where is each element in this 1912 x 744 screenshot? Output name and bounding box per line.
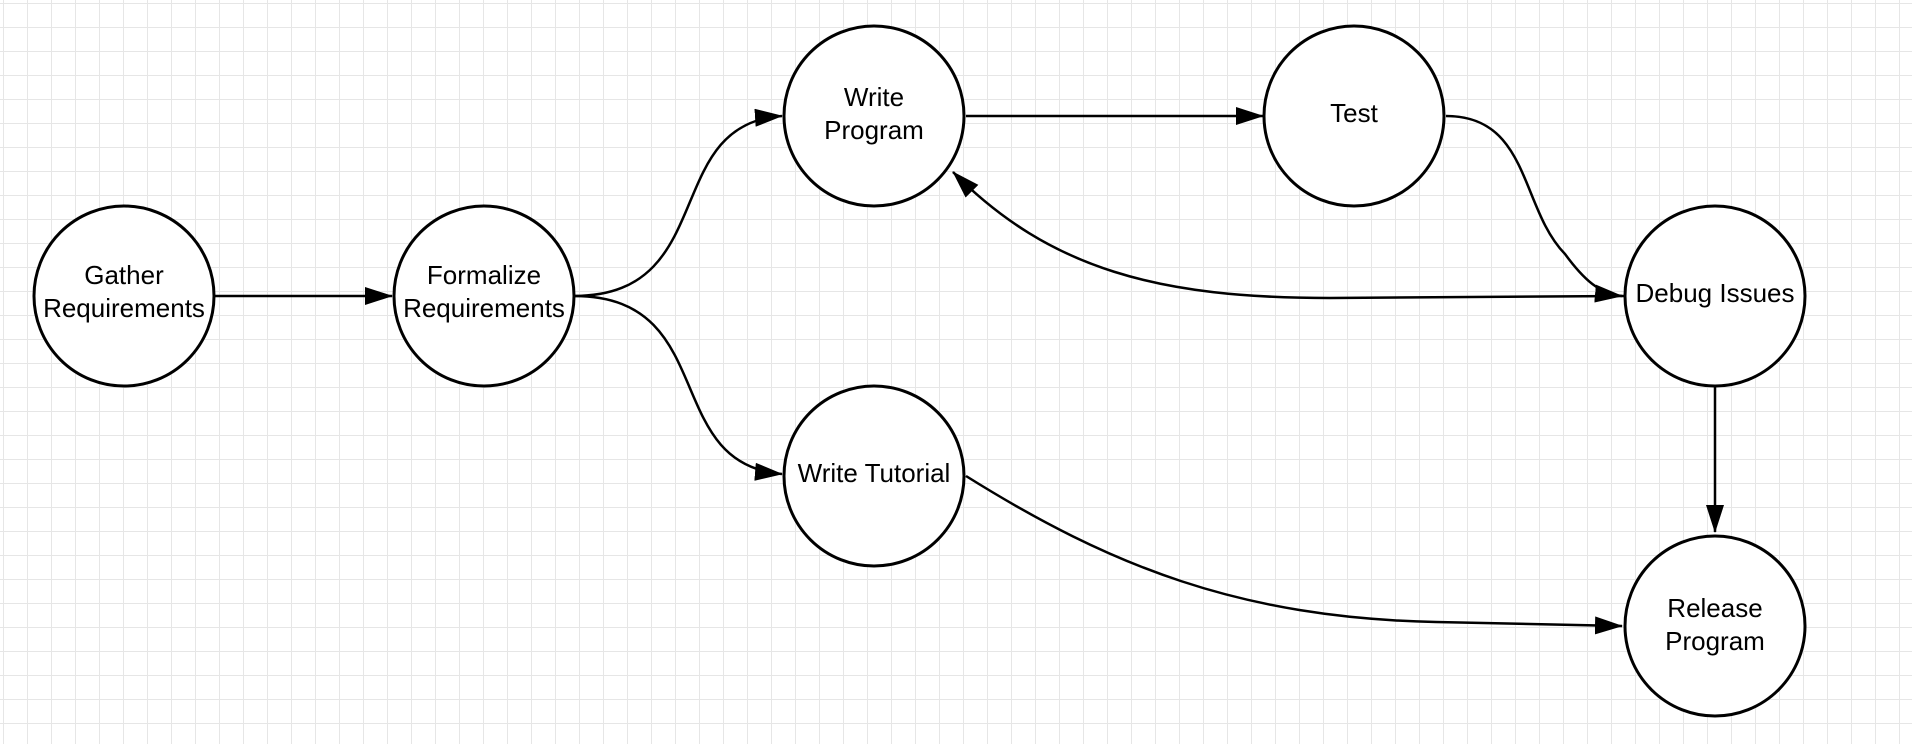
edge-formalize-to-write-program[interactable] [573,108,783,298]
node-circle[interactable] [1262,24,1446,208]
edge-formalize-to-write-tutorial[interactable] [573,294,783,481]
node-circle[interactable] [1623,534,1807,718]
node-write-tutorial[interactable]: Write Tutorial [782,384,966,568]
node-label-line2: Program [824,115,924,145]
node-release-program[interactable]: Release Program [1623,534,1807,718]
edge-test-to-debug-issues[interactable] [1445,114,1623,303]
edges [214,107,1724,635]
node-circle[interactable] [392,204,576,388]
node-label-line1: Release [1667,593,1762,623]
node-label-line2: Requirements [403,293,565,323]
edge-write-tutorial-to-release-program[interactable] [965,474,1623,635]
node-circle[interactable] [782,24,966,208]
node-debug-issues[interactable]: Debug Issues [1623,204,1807,388]
node-label-line1: Test [1330,98,1378,128]
node-label-line2: Requirements [43,293,205,323]
node-test[interactable]: Test [1262,24,1446,208]
node-circle[interactable] [1623,204,1807,388]
edge-debug-issues-to-write-program[interactable] [952,171,1625,300]
node-label-line2: Program [1665,626,1765,656]
node-formalize-requirements[interactable]: Formalize Requirements [392,204,576,388]
node-label-line1: Write [844,82,904,112]
node-label-line1: Gather [84,260,164,290]
node-circle[interactable] [32,204,216,388]
node-circle[interactable] [782,384,966,568]
node-gather-requirements[interactable]: Gather Requirements [32,204,216,388]
node-write-program[interactable]: Write Program [782,24,966,208]
node-label-line1: Formalize [427,260,541,290]
node-label-line1: Debug Issues [1636,278,1795,308]
node-label-line1: Write Tutorial [798,458,951,488]
